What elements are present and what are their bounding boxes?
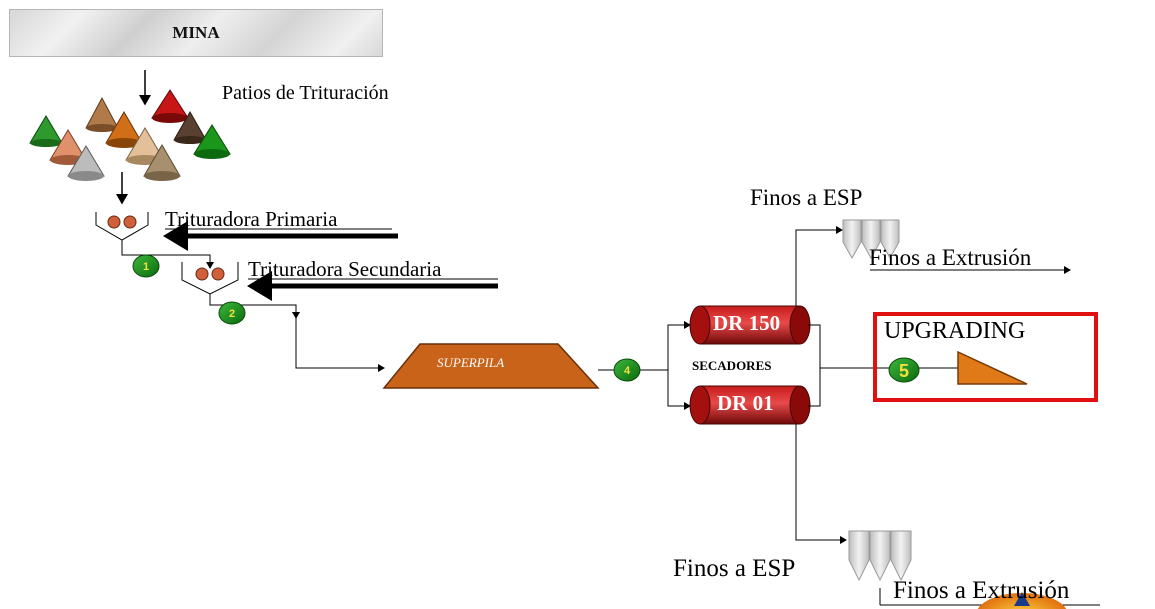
node-5-label: 5 (899, 361, 909, 381)
primary-crusher-label: Trituradora Primaria (165, 207, 338, 231)
cone-icon (29, 115, 63, 147)
bottom-finos-esp-label: Finos a ESP (673, 555, 796, 582)
cone-icon (67, 145, 105, 181)
cone-icon (143, 144, 181, 181)
node-2: 2 (218, 301, 246, 325)
node-2-label: 2 (229, 308, 235, 320)
secadores-label: SECADORES (692, 358, 772, 373)
cone-icon (173, 110, 207, 144)
superpila-label: SUPERPILA (437, 355, 505, 370)
upgrading-highlight-box (873, 312, 1098, 402)
superpila-pile (382, 343, 600, 389)
mina-box: MINA (9, 9, 383, 57)
to-bottom-fines-line (795, 424, 847, 544)
cone-icon (105, 111, 143, 148)
bottom-finos-extrusion-label: Finos a Extrusión (893, 577, 1070, 604)
primary-to-secondary-line (121, 240, 214, 269)
cone-icon (151, 89, 189, 123)
cone-icon (85, 96, 119, 132)
dryer-dr01-drum (689, 385, 811, 425)
mina-label: MINA (172, 23, 220, 42)
upgrading-triangle-icon (957, 350, 1028, 385)
dr150-label: DR 150 (713, 311, 781, 335)
node-1: 1 (132, 254, 160, 278)
top-fines-silos (842, 219, 900, 260)
to-dr01-line (667, 370, 691, 410)
top-finos-esp-label: Finos a ESP (750, 185, 863, 210)
patios-label: Patios de Trituración (222, 82, 389, 104)
extrusion-marker-icon (1014, 592, 1030, 606)
node-4-label: 4 (624, 365, 631, 377)
to-top-fines-line (795, 226, 843, 306)
stockpile-cones (29, 89, 231, 181)
top-finos-extrusion-label: Finos a Extrusión (869, 245, 1032, 270)
node-1-label: 1 (143, 261, 149, 273)
to-dr150-line (667, 321, 691, 370)
primary-crusher-icon (95, 212, 149, 241)
dryers-output-merge (808, 324, 821, 407)
secondary-crusher-label: Trituradora Secundaria (248, 257, 442, 281)
bottom-fines-silos (848, 530, 912, 582)
dr01-label: DR 01 (717, 391, 774, 415)
upgrading-label: UPGRADING (884, 318, 1026, 344)
dryer-dr150-drum (689, 305, 811, 345)
cone-icon (193, 124, 231, 159)
node-4: 4 (613, 358, 641, 382)
node-5: 5 (888, 357, 920, 383)
